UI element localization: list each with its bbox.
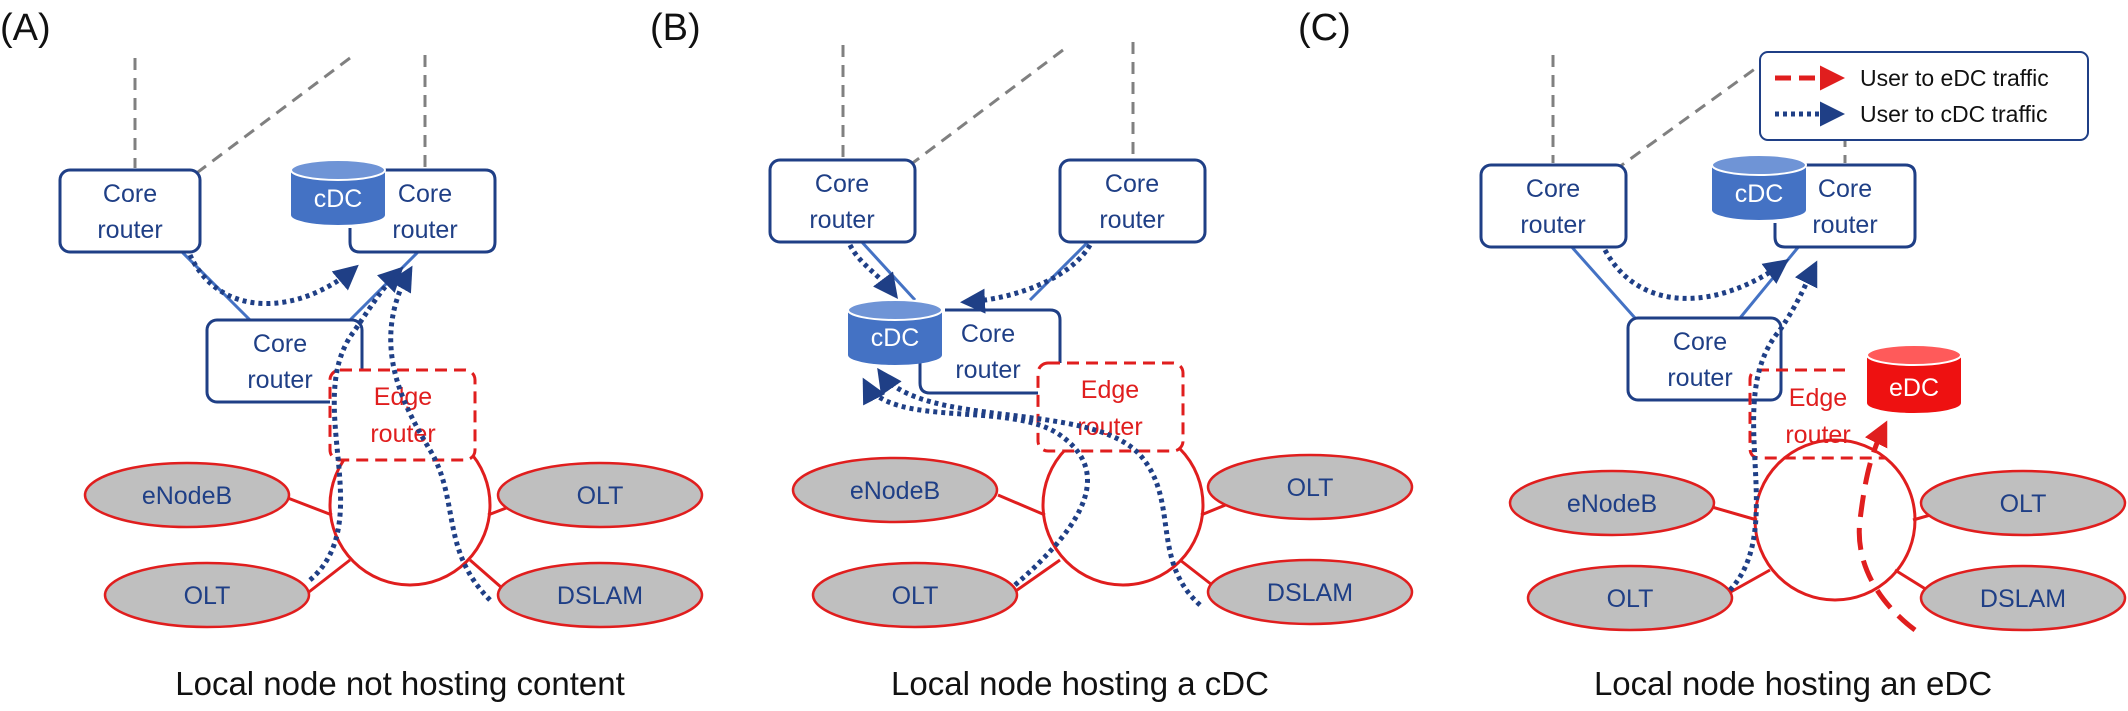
svg-text:eNodeB: eNodeB [850, 477, 940, 505]
svg-text:Core: Core [1526, 175, 1580, 203]
svg-text:Core: Core [253, 330, 307, 358]
uplinks [841, 42, 1135, 167]
svg-text:Edge: Edge [374, 383, 432, 411]
access-ring [1704, 438, 1966, 602]
svg-text:eNodeB: eNodeB [142, 482, 232, 510]
svg-text:DSLAM: DSLAM [1980, 585, 2066, 613]
cdc-datacenter: cDC [1711, 154, 1807, 220]
svg-text:OLT: OLT [577, 482, 624, 510]
cdc-traffic-path [847, 243, 1202, 607]
panel-label: (A) [0, 7, 51, 49]
cdc-traffic-path [1602, 248, 1818, 592]
olt-node: OLT [1526, 564, 1734, 632]
core-links [858, 238, 1092, 302]
svg-text:router: router [392, 216, 457, 244]
core-router: Core router [1479, 163, 1628, 249]
panel-caption: Local node hosting a cDC [891, 665, 1269, 702]
svg-text:OLT: OLT [184, 582, 231, 610]
core-links [1568, 244, 1802, 319]
edc-datacenter: eDC [1866, 344, 1962, 413]
svg-text:OLT: OLT [892, 582, 939, 610]
svg-text:router: router [1812, 211, 1877, 239]
core-router: Core router [205, 318, 364, 404]
svg-text:Core: Core [1105, 170, 1159, 198]
olt-node: OLT [811, 561, 1019, 629]
enodeb-node: eNodeB [1508, 469, 1716, 537]
panel-b: (B) Core router Core router [650, 7, 1414, 702]
svg-text:DSLAM: DSLAM [557, 582, 643, 610]
svg-text:eDC: eDC [1889, 374, 1939, 402]
panel-label: (B) [650, 7, 701, 49]
panel-caption: Local node hosting an eDC [1594, 665, 1992, 702]
panel-c: (C) Core router Core router [1298, 7, 2127, 702]
svg-text:router: router [1667, 364, 1732, 392]
core-router: Core router [1058, 158, 1207, 244]
svg-text:Core: Core [815, 170, 869, 198]
core-router: Core router [1626, 316, 1783, 402]
olt-node: OLT [103, 561, 311, 629]
olt-node: OLT [496, 461, 704, 529]
svg-text:OLT: OLT [1287, 474, 1334, 502]
core-router: Core router [348, 168, 497, 254]
svg-text:cDC: cDC [1735, 180, 1784, 208]
legend-item-cdc: User to cDC traffic [1775, 101, 2047, 127]
olt-node: OLT [1919, 469, 2127, 537]
svg-text:router: router [97, 216, 162, 244]
svg-text:router: router [955, 356, 1020, 384]
core-router: Core router [768, 158, 917, 244]
uplinks [133, 55, 427, 180]
svg-text:Core: Core [398, 180, 452, 208]
legend-item-edc: User to eDC traffic [1775, 65, 2049, 91]
panel-label: (C) [1298, 7, 1351, 49]
svg-text:router: router [247, 366, 312, 394]
svg-text:router: router [1099, 206, 1164, 234]
svg-text:Core: Core [1673, 328, 1727, 356]
panel-a: (A) Core router Core ro [0, 7, 704, 702]
cdc-datacenter: cDC [847, 299, 943, 365]
svg-text:OLT: OLT [1607, 585, 1654, 613]
svg-text:cDC: cDC [871, 324, 920, 352]
svg-text:router: router [809, 206, 874, 234]
svg-text:Edge: Edge [1081, 376, 1139, 404]
enodeb-node: eNodeB [791, 456, 999, 524]
svg-text:User to eDC traffic: User to eDC traffic [1860, 65, 2049, 91]
core-router: Core router [58, 168, 202, 254]
svg-text:router: router [370, 420, 435, 448]
uplinks [1551, 55, 1847, 172]
edge-router: Edge router [1036, 361, 1185, 453]
dslam-node: DSLAM [1919, 564, 2127, 632]
legend: User to eDC traffic User to cDC traffic [1759, 51, 2089, 141]
svg-text:cDC: cDC [314, 185, 363, 213]
svg-text:router: router [1785, 421, 1850, 449]
core-router: Core router [918, 308, 1062, 395]
edge-router: Edge router [328, 368, 477, 462]
svg-text:router: router [1520, 211, 1585, 239]
olt-node: OLT [1206, 453, 1414, 521]
svg-text:Core: Core [103, 180, 157, 208]
panel-caption: Local node not hosting content [175, 665, 625, 702]
cdc-traffic-path [187, 253, 492, 602]
core-router: Core router [1773, 163, 1917, 249]
edc-traffic-path [1856, 420, 1917, 632]
enodeb-node: eNodeB [83, 461, 291, 529]
svg-text:Core: Core [961, 320, 1015, 348]
svg-text:eNodeB: eNodeB [1567, 490, 1657, 518]
dslam-node: DSLAM [496, 561, 704, 629]
svg-text:DSLAM: DSLAM [1267, 579, 1353, 607]
cdc-datacenter: cDC [290, 159, 386, 225]
svg-text:Edge: Edge [1789, 384, 1847, 412]
svg-text:Core: Core [1818, 175, 1872, 203]
svg-text:OLT: OLT [2000, 490, 2047, 518]
dslam-node: DSLAM [1206, 558, 1414, 626]
svg-text:User to cDC traffic: User to cDC traffic [1860, 101, 2047, 127]
